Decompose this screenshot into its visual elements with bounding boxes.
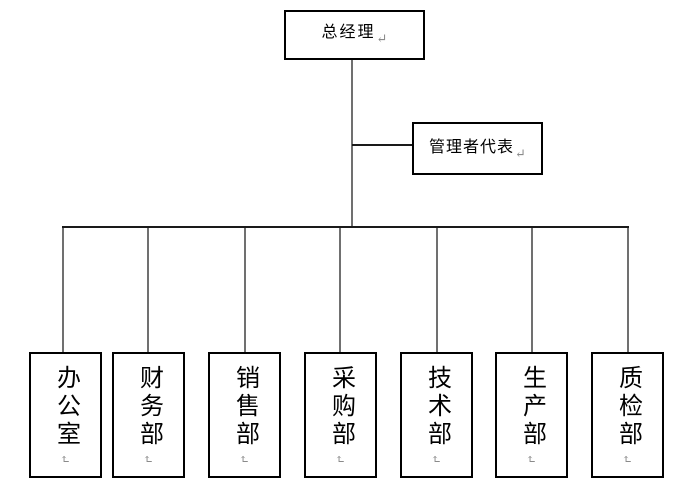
paragraph-return-mark: ↵ [524, 453, 539, 465]
paragraph-return-mark: ↵ [376, 31, 388, 46]
office-label: 办公室 [52, 365, 79, 449]
connector-drop-office [62, 228, 64, 353]
general-manager-label: 总经理 [321, 24, 376, 41]
connector-drop-quality [627, 228, 629, 353]
connector-drop-sales [244, 228, 246, 353]
connector-drop-purchasing [339, 228, 341, 353]
org-box-purchasing-dept[interactable]: 采购部 ↵ [304, 352, 377, 478]
paragraph-return-mark: ↵ [58, 453, 73, 465]
sales-dept-label: 销售部 [231, 365, 258, 449]
org-box-technology-dept[interactable]: 技术部 ↵ [400, 352, 473, 478]
org-box-management-representative[interactable]: 管理者代表↵ [412, 122, 543, 175]
finance-dept-label: 财务部 [135, 365, 162, 449]
org-box-finance-dept[interactable]: 财务部 ↵ [112, 352, 185, 478]
quality-inspection-dept-label: 质检部 [614, 365, 641, 449]
org-box-quality-inspection-dept[interactable]: 质检部 ↵ [591, 352, 664, 478]
connector-drop-production [531, 228, 533, 353]
paragraph-return-mark: ↵ [333, 453, 348, 465]
production-dept-label: 生产部 [518, 365, 545, 449]
org-box-general-manager[interactable]: 总经理↵ [284, 10, 425, 60]
connector-root-to-distribution [351, 60, 353, 227]
technology-dept-label: 技术部 [423, 365, 450, 449]
org-box-office[interactable]: 办公室 ↵ [29, 352, 102, 478]
connector-branch-to-staff [352, 144, 412, 146]
paragraph-return-mark: ↵ [237, 453, 252, 465]
org-box-sales-dept[interactable]: 销售部 ↵ [208, 352, 281, 478]
purchasing-dept-label: 采购部 [327, 365, 354, 449]
paragraph-return-mark: ↵ [620, 453, 635, 465]
paragraph-return-mark: ↵ [515, 146, 526, 161]
connector-drop-finance [147, 228, 149, 353]
paragraph-return-mark: ↵ [429, 453, 444, 465]
management-representative-label: 管理者代表 [429, 139, 515, 156]
connector-drop-technology [436, 228, 438, 353]
org-box-production-dept[interactable]: 生产部 ↵ [495, 352, 568, 478]
connector-distribution-line [62, 226, 629, 228]
paragraph-return-mark: ↵ [141, 453, 156, 465]
